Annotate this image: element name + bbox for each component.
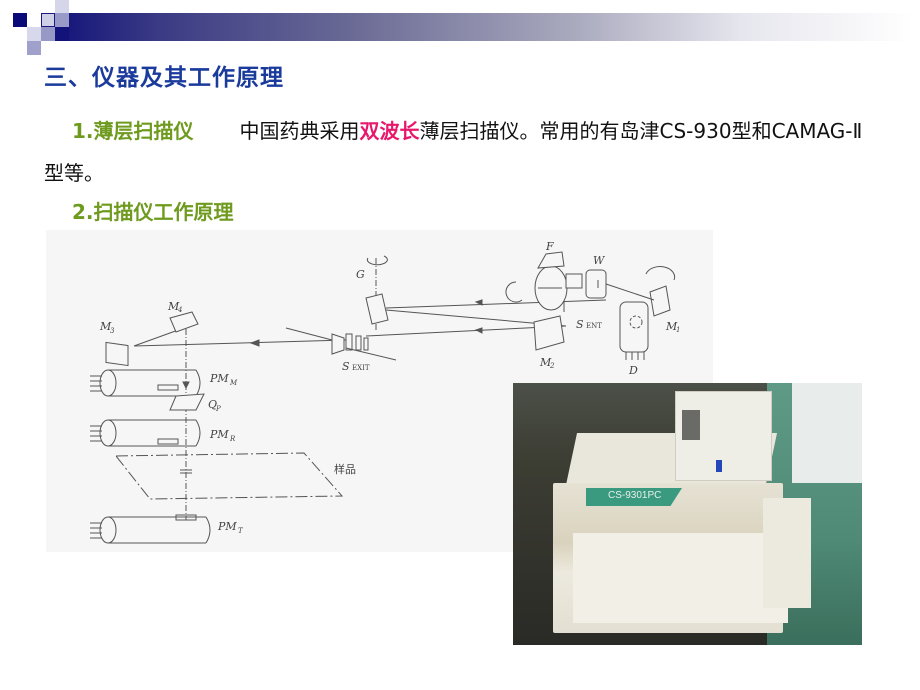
section1-paragraph: 1.薄层扫描仪 中国药典采用双波长薄层扫描仪。常用的有岛津CS-930型和CAMA… [44,110,874,194]
deco-square [27,41,41,55]
svg-text:M: M [665,320,678,333]
svg-text:样品: 样品 [334,462,356,476]
svg-text:M: M [99,320,112,333]
deco-square [55,27,69,41]
photo-lamp-housing [675,391,772,481]
svg-text:W: W [593,254,606,267]
deco-square [55,0,69,14]
svg-text:M: M [167,300,180,313]
svg-text:ENT: ENT [586,322,602,330]
svg-text:M: M [229,379,238,387]
svg-text:S: S [576,318,584,331]
instrument-model-label: CS-9301PC [608,490,662,501]
diagram-svg: M 3 M 4 PM M Q P [90,240,680,544]
header-gradient-bar [55,13,913,41]
photo-power-switch [716,460,722,472]
svg-text:PM: PM [209,428,229,441]
svg-text:2: 2 [549,362,555,370]
svg-text:PM: PM [209,372,229,385]
svg-text:R: R [229,435,236,443]
svg-text:T: T [238,527,244,535]
svg-text:4: 4 [177,306,182,314]
svg-text:EXIT: EXIT [352,364,370,372]
section1-text-after: 薄层扫描仪。常用的有岛津CS-930型和CAMAG-Ⅱ型等。 [44,119,863,185]
svg-text:3: 3 [110,327,115,335]
svg-text:Q: Q [208,398,217,411]
svg-text:PM: PM [217,520,237,533]
svg-text:F: F [545,240,554,253]
photo-vent [682,410,700,440]
deco-square [41,13,55,27]
photo-window [792,383,862,483]
section1-highlight: 双波长 [359,119,420,143]
photo-instrument-front [573,533,788,623]
deco-square [55,13,69,27]
deco-square [27,27,41,41]
section1-heading: 1.薄层扫描仪 [72,119,194,143]
svg-text:1: 1 [676,326,680,334]
svg-text:M: M [539,356,552,369]
mirror-m3: M 3 [99,320,129,367]
deco-square [41,27,55,41]
photo-brand-strip: CS-9301PC [586,488,682,506]
section2-heading: 2.扫描仪工作原理 [72,200,234,224]
svg-text:D: D [628,364,638,377]
section1-text-before: 中国药典采用 [239,119,360,143]
photo-instrument-side [763,498,811,608]
deco-square [13,13,27,27]
svg-text:S: S [342,360,350,373]
svg-text:P: P [215,405,221,413]
slide-title: 三、仪器及其工作原理 [44,65,284,91]
svg-text:G: G [356,268,365,281]
instrument-photo: CS-9301PC [513,383,862,645]
